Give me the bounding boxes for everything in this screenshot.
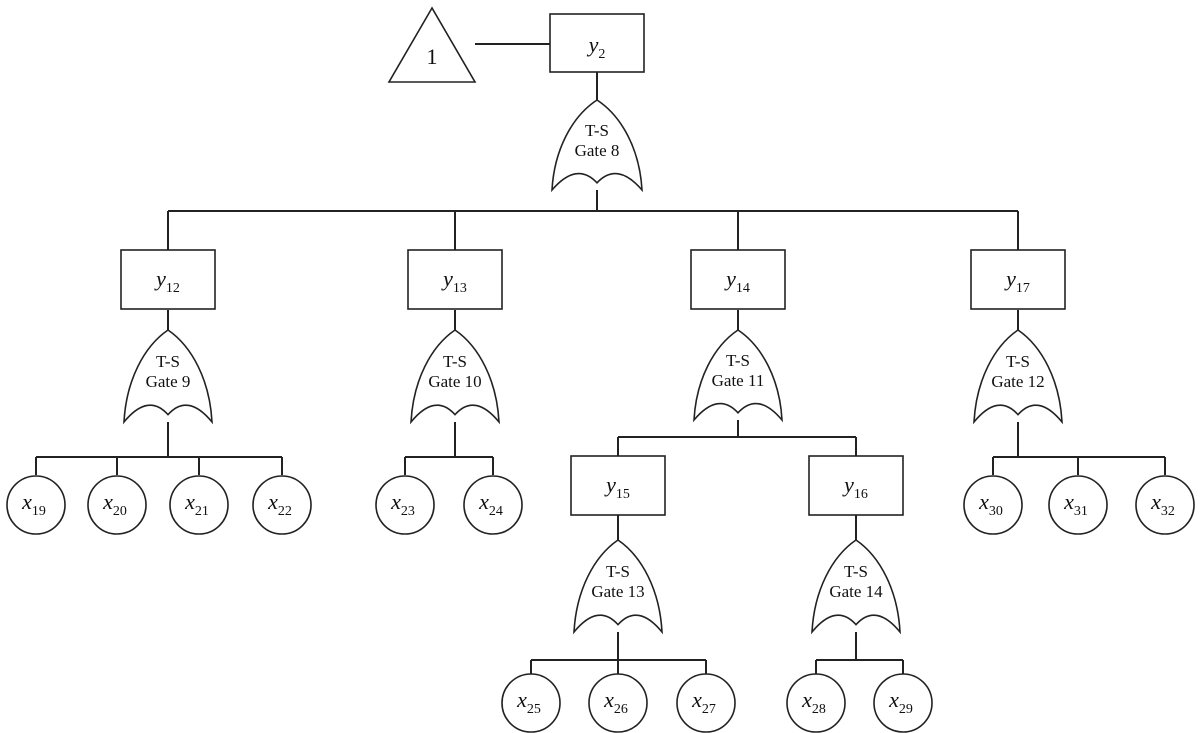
gate-type-label: T-S	[606, 562, 630, 581]
basic-event-circle	[873, 673, 933, 733]
basic-event-label: x23	[390, 489, 415, 519]
gate-type-label: T-S	[443, 352, 467, 371]
basic-event-x27: x27	[676, 673, 736, 733]
event-box	[407, 249, 503, 310]
gate-shape	[551, 99, 643, 193]
basic-events-layer: x19 x20 x21 x22 x23 x24 x30 x31 x32 x25 x26 x27 x28 x…	[6, 475, 1195, 733]
gate-number-label: Gate 11	[712, 371, 765, 390]
basic-event-label: x25	[516, 687, 541, 717]
basic-event-x22: x22	[252, 475, 312, 535]
event-y14: y14	[690, 249, 786, 310]
basic-event-circle	[6, 475, 66, 535]
gate-type-label: T-S	[1006, 352, 1030, 371]
event-y12: y12	[120, 249, 216, 310]
basic-event-circle	[1048, 475, 1108, 535]
gate-shape	[693, 329, 783, 423]
gate-number-label: Gate 14	[829, 582, 883, 601]
gate-type-label: T-S	[726, 351, 750, 370]
event-y13: y13	[407, 249, 503, 310]
basic-event-label: x19	[21, 489, 46, 519]
event-box	[970, 249, 1066, 310]
gate-number-label: Gate 10	[428, 372, 481, 391]
gate-shape	[573, 539, 663, 635]
basic-event-x19: x19	[6, 475, 66, 535]
intermediate-events-layer: y12 y13 y14 y17 y15 y16	[120, 249, 1066, 516]
basic-event-circle	[786, 673, 846, 733]
gate-shape	[811, 539, 901, 635]
basic-event-circle	[252, 475, 312, 535]
basic-event-x23: x23	[375, 475, 435, 535]
top-event-y2: y2	[549, 13, 645, 73]
basic-event-x21: x21	[169, 475, 229, 535]
basic-event-x32: x32	[1135, 475, 1195, 535]
basic-event-label: x31	[1063, 489, 1088, 519]
transfer-label: 1	[427, 44, 438, 69]
basic-event-label: x32	[1150, 489, 1175, 519]
event-label: y17	[1004, 266, 1030, 296]
basic-event-circle	[87, 475, 147, 535]
gate-shape	[410, 329, 500, 425]
gate-number-label: Gate 12	[991, 372, 1044, 391]
transfer-triangle: 1	[387, 6, 477, 83]
event-box	[690, 249, 786, 310]
basic-event-x28: x28	[786, 673, 846, 733]
event-label: y15	[604, 472, 630, 502]
basic-event-label: x20	[102, 489, 127, 519]
basic-event-circle	[676, 673, 736, 733]
connector-lines	[35, 43, 1166, 676]
gate-number-label: Gate 9	[146, 372, 191, 391]
basic-event-circle	[169, 475, 229, 535]
basic-event-x31: x31	[1048, 475, 1108, 535]
event-y17: y17	[970, 249, 1066, 310]
event-label: y13	[441, 266, 467, 296]
basic-event-circle	[1135, 475, 1195, 535]
event-label: y12	[154, 266, 180, 296]
basic-event-label: x29	[888, 687, 913, 717]
basic-event-x30: x30	[963, 475, 1023, 535]
top-event-label: y2	[587, 32, 606, 62]
gate-shape	[123, 329, 213, 425]
basic-event-label: x26	[603, 687, 628, 717]
basic-event-label: x28	[801, 687, 826, 717]
gate-number-label: Gate 8	[575, 141, 620, 160]
gate-number-label: Gate 13	[591, 582, 644, 601]
basic-event-x25: x25	[501, 673, 561, 733]
basic-event-circle	[588, 673, 648, 733]
basic-event-x26: x26	[588, 673, 648, 733]
basic-event-circle	[963, 475, 1023, 535]
event-label: y14	[724, 266, 750, 296]
basic-event-circle	[375, 475, 435, 535]
basic-event-label: x24	[478, 489, 503, 519]
basic-event-label: x22	[267, 489, 292, 519]
gate-type-label: T-S	[844, 562, 868, 581]
gate-type-label: T-S	[156, 352, 180, 371]
basic-event-label: x30	[978, 489, 1003, 519]
event-box	[808, 455, 904, 516]
event-y15: y15	[570, 455, 666, 516]
basic-event-label: x21	[184, 489, 209, 519]
basic-event-x29: x29	[873, 673, 933, 733]
basic-event-x20: x20	[87, 475, 147, 535]
basic-event-circle	[463, 475, 523, 535]
basic-event-x24: x24	[463, 475, 523, 535]
event-y16: y16	[808, 455, 904, 516]
event-box	[120, 249, 216, 310]
gate-type-label: T-S	[585, 121, 609, 140]
basic-event-label: x27	[691, 687, 716, 717]
gate-shape	[973, 329, 1063, 425]
basic-event-circle	[501, 673, 561, 733]
event-box	[570, 455, 666, 516]
event-label: y16	[842, 472, 868, 502]
